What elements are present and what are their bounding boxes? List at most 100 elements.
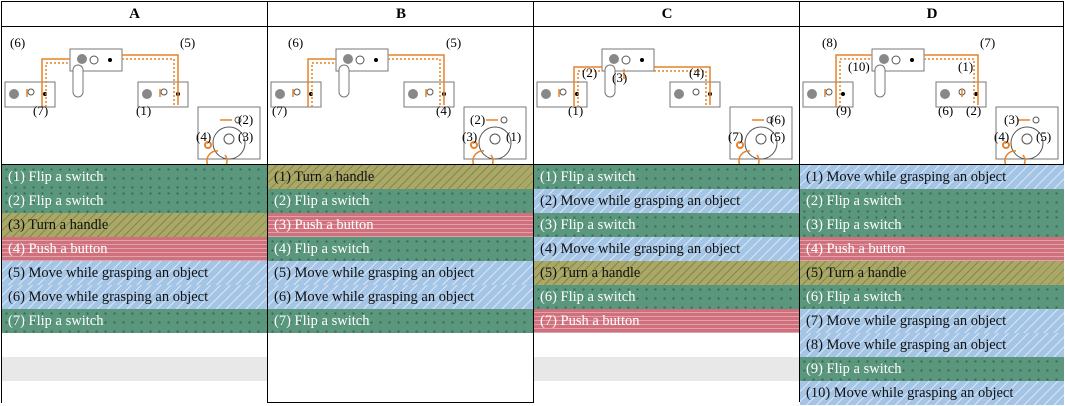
column-header: D xyxy=(800,2,1064,27)
empty-row xyxy=(534,357,800,381)
step-label: (6) xyxy=(288,35,303,50)
step-label: (6) xyxy=(938,103,953,118)
step-row: (4) Push a button xyxy=(2,237,267,261)
step-label: (3) xyxy=(1004,112,1019,127)
step-row: (4) Move while grasping an object xyxy=(534,237,800,261)
step-label: (4) xyxy=(689,65,704,80)
step-label: (4) xyxy=(994,129,1009,144)
column-d: D xyxy=(799,2,1064,405)
step-label: (7) xyxy=(728,129,743,144)
step-label: (2) xyxy=(470,112,485,127)
empty-row xyxy=(2,381,267,405)
column-b: B xyxy=(267,2,534,402)
step-row: (7) Push a button xyxy=(534,309,800,333)
step-list: (1) Turn a handle (2) Flip a switch (3) … xyxy=(268,164,534,333)
step-label: (10) xyxy=(848,59,870,74)
step-list: (1) Move while grasping an object (2) Fl… xyxy=(800,164,1064,405)
step-row: (7) Flip a switch xyxy=(2,309,267,333)
empty-row xyxy=(2,357,267,381)
step-label: (7) xyxy=(272,103,287,118)
panel-devices xyxy=(275,54,512,160)
step-labels: (6) (5) (2) (7) (4) (3) (1) xyxy=(272,35,521,144)
column-header: C xyxy=(534,2,800,27)
step-label: (1) xyxy=(136,103,151,118)
panel-devices xyxy=(9,54,246,160)
step-label: (5) xyxy=(446,35,461,50)
step-row: (4) Push a button xyxy=(800,237,1064,261)
step-row: (6) Move while grasping an object xyxy=(2,285,267,309)
step-label: (5) xyxy=(770,129,785,144)
panels xyxy=(270,48,527,160)
step-label: (8) xyxy=(822,35,837,50)
step-label: (9) xyxy=(836,103,851,118)
step-label: (2) xyxy=(582,65,597,80)
step-row: (6) Flip a switch xyxy=(534,285,800,309)
step-label: (6) xyxy=(10,35,25,50)
step-row: (3) Flip a switch xyxy=(800,213,1064,237)
step-row: (2) Flip a switch xyxy=(268,189,534,213)
step-label: (1) xyxy=(958,59,973,74)
step-row: (3) Push a button xyxy=(268,213,534,237)
column-c: C xyxy=(533,2,800,405)
step-list: (1) Flip a switch (2) Flip a switch (3) … xyxy=(2,164,267,405)
step-row: (8) Move while grasping an object xyxy=(800,333,1064,357)
step-row: (9) Flip a switch xyxy=(800,357,1064,381)
task-diagram: (8) (7) (10) (1) (9) (6) (2) (3) (4) (5) xyxy=(800,27,1064,164)
column-a: A xyxy=(2,2,267,405)
column-header: B xyxy=(268,2,534,27)
step-row: (6) Flip a switch xyxy=(800,285,1064,309)
task-diagram: (6) (5) (2) (4) (3) (7) (1) xyxy=(2,27,267,164)
diagram-svg: (8) (7) (10) (1) (9) (6) (2) (3) (4) (5) xyxy=(802,35,1059,164)
step-label: (3) xyxy=(462,129,477,144)
step-label: (4) xyxy=(196,129,211,144)
step-list: (1) Flip a switch (2) Move while graspin… xyxy=(534,164,800,405)
step-label: (7) xyxy=(33,103,48,118)
task-diagram: (2) (3) (4) (6) (1) (7) (5) xyxy=(534,27,800,164)
task-path xyxy=(558,66,764,164)
step-row: (5) Turn a handle xyxy=(800,261,1064,285)
step-row: (6) Move while grasping an object xyxy=(268,285,534,309)
step-row: (1) Move while grasping an object xyxy=(800,165,1064,189)
task-path xyxy=(26,54,232,164)
step-label: (6) xyxy=(770,112,785,127)
step-label: (4) xyxy=(436,103,451,118)
step-label: (1) xyxy=(506,129,521,144)
step-labels: (2) (3) (4) (6) (1) (7) (5) xyxy=(568,65,785,144)
step-row: (5) Move while grasping an object xyxy=(2,261,267,285)
step-label: (3) xyxy=(238,129,253,144)
step-row: (7) Flip a switch xyxy=(268,309,534,333)
step-labels: (8) (7) (10) (1) (9) (6) (2) (3) (4) (5) xyxy=(822,35,1051,144)
step-labels: (6) (5) (2) (4) (3) (7) (1) xyxy=(10,35,253,144)
step-row: (10) Move while grasping an object xyxy=(800,381,1064,405)
step-row: (2) Flip a switch xyxy=(800,189,1064,213)
task-diagram: (6) (5) (2) (7) (4) (3) (1) xyxy=(268,27,534,164)
panel-devices xyxy=(541,54,778,160)
step-row: (3) Flip a switch xyxy=(534,213,800,237)
step-row: (2) Flip a switch xyxy=(2,189,267,213)
step-label: (1) xyxy=(568,103,583,118)
step-row: (2) Move while grasping an object xyxy=(534,189,800,213)
empty-row xyxy=(534,381,800,405)
step-row: (1) Flip a switch xyxy=(534,165,800,189)
diagram-svg: (6) (5) (2) (7) (4) (3) (1) xyxy=(270,35,527,164)
step-row: (7) Move while grasping an object xyxy=(800,309,1064,333)
step-label: (5) xyxy=(1036,129,1051,144)
step-label: (5) xyxy=(180,35,195,50)
panel-devices xyxy=(807,54,1044,160)
task-path xyxy=(824,54,1030,164)
column-header: A xyxy=(2,2,267,27)
step-label: (3) xyxy=(612,70,627,85)
step-label: (7) xyxy=(980,35,995,50)
diagram-svg: (6) (5) (2) (4) (3) (7) (1) xyxy=(4,35,261,164)
step-row: (4) Flip a switch xyxy=(268,237,534,261)
empty-row xyxy=(2,333,267,357)
diagram-svg: (2) (3) (4) (6) (1) (7) (5) xyxy=(536,48,793,164)
step-row: (5) Move while grasping an object xyxy=(268,261,534,285)
empty-row xyxy=(534,333,800,357)
step-row: (1) Turn a handle xyxy=(268,165,534,189)
step-row: (3) Turn a handle xyxy=(2,213,267,237)
step-label: (2) xyxy=(238,112,253,127)
task-path xyxy=(292,54,498,164)
step-row: (1) Flip a switch xyxy=(2,165,267,189)
step-label: (2) xyxy=(966,103,981,118)
